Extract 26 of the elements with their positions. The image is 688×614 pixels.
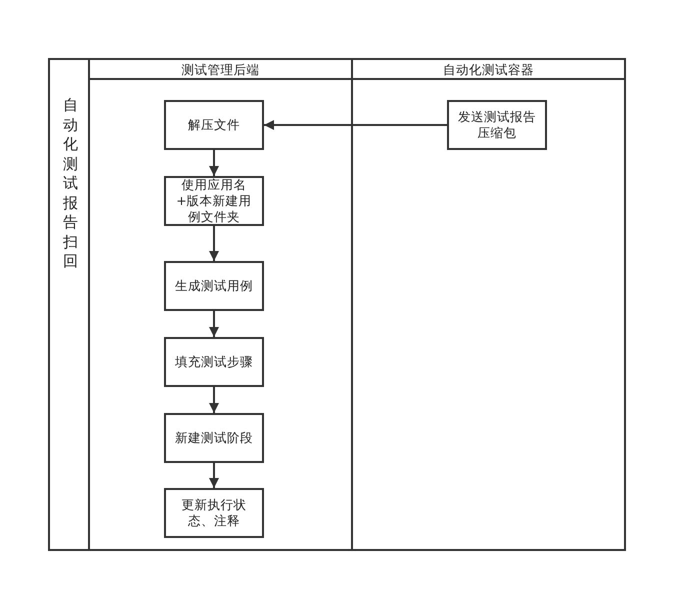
- process-label: 解压文件: [187, 117, 241, 133]
- process-box: [164, 100, 264, 150]
- arrow: [264, 120, 447, 130]
- arrow: [209, 387, 219, 413]
- arrow: [209, 463, 219, 488]
- process-box: [164, 176, 264, 226]
- arrow: [209, 311, 219, 337]
- lane-header: 自动化测试容器: [353, 60, 624, 80]
- process-box: [164, 337, 264, 387]
- pool-label: 自动化测试报告扫回: [62, 96, 79, 272]
- process-box: [447, 100, 547, 150]
- swimlane: [351, 60, 624, 549]
- arrow: [209, 150, 219, 176]
- process-label: 使用应用名+版本新建用例文件夹: [175, 177, 253, 225]
- arrow: [209, 226, 219, 261]
- swimlane: [88, 60, 351, 549]
- process-label: 更新执行状态、注释: [180, 497, 248, 529]
- process-box: [164, 488, 264, 538]
- lane-header: 测试管理后端: [90, 60, 351, 80]
- process-label: 新建测试阶段: [174, 430, 254, 446]
- process-box: [164, 413, 264, 463]
- pool: [48, 58, 626, 551]
- process-box: [164, 261, 264, 311]
- process-label: 填充测试步骤: [174, 354, 254, 370]
- process-label: 发送测试报告压缩包: [457, 109, 537, 141]
- process-label: 生成测试用例: [174, 278, 254, 294]
